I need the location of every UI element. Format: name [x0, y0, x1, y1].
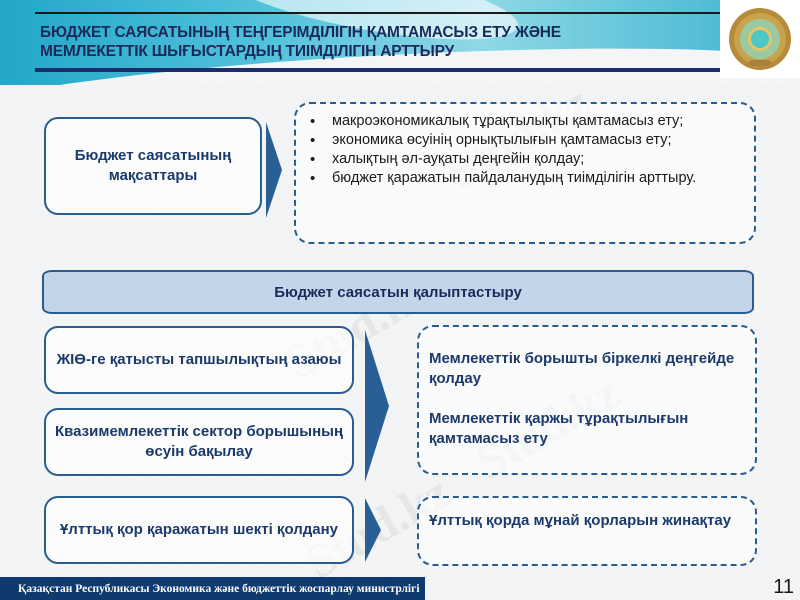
page-title-line-1: БЮДЖЕТ САЯСАТЫНЫҢ ТЕҢГЕРІМДІЛІГІН ҚАМТАМ… — [40, 24, 561, 41]
measure-box-national-fund: Ұлттық қор қаражатын шекті қолдану — [44, 496, 354, 564]
goals-label-box: Бюджет саясатының мақсаттары — [44, 117, 262, 215]
arrow-right-icon — [365, 498, 381, 562]
header-top-rule — [35, 12, 720, 14]
goal-item: бюджет қаражатын пайдаланудың тиімділігі… — [310, 169, 744, 188]
goal-item: макроэкономикалық тұрақтылықты қамтамасы… — [310, 112, 744, 131]
measure-box-deficit: ЖІӨ-ге қатысты тапшылықтың азаюы — [44, 326, 354, 394]
goal-item: халықтың әл-ауқаты деңгейін қолдау; — [310, 150, 744, 169]
result-item: Ұлттық қорда мұнай қорларын жинақтау — [429, 512, 732, 529]
policy-formation-banner: Бюджет саясатын қалыптастыру — [42, 270, 754, 314]
footer-ministry-text: Қазақстан Республикасы Экономика және бю… — [18, 582, 420, 595]
measure-label: ЖІӨ-ге қатысты тапшылықтың азаюы — [56, 351, 342, 368]
state-emblem-icon — [729, 8, 791, 70]
results-box-debt: Мемлекеттік борышты біркелкі деңгейде қо… — [417, 325, 757, 475]
results-box-oil-reserves: Ұлттық қорда мұнай қорларын жинақтау — [417, 496, 757, 566]
page-title-line-2: МЕМЛЕКЕТТІК ШЫҒЫСТАРДЫҢ ТИІМДІЛІГІН АРТТ… — [40, 43, 455, 60]
banner-label: Бюджет саясатын қалыптастыру — [274, 283, 522, 301]
result-item: Мемлекеттік қаржы тұрақтылығын қамтамасы… — [429, 410, 689, 447]
goals-list: макроэкономикалық тұрақтылықты қамтамасы… — [296, 104, 754, 188]
footer-ministry-bar: Қазақстан Республикасы Экономика және бю… — [0, 577, 425, 600]
page-title: БЮДЖЕТ САЯСАТЫНЫҢ ТЕҢГЕРІМДІЛІГІН ҚАМТАМ… — [40, 23, 720, 61]
goal-item: экономика өсуінің орнықтылығын қамтамасы… — [310, 131, 744, 150]
result-item: Мемлекеттік борышты біркелкі деңгейде қо… — [429, 350, 735, 387]
arrow-right-icon — [266, 122, 282, 218]
goals-list-box: макроэкономикалық тұрақтылықты қамтамасы… — [294, 102, 756, 244]
header-bottom-rule — [35, 68, 720, 72]
page-number: 11 — [773, 576, 794, 598]
measure-label: Ұлттық қор қаражатын шекті қолдану — [59, 521, 339, 538]
emblem-container — [720, 0, 800, 78]
measure-box-quasi-public-debt: Квазимемлекеттік сектор борышының өсуін … — [44, 408, 354, 476]
arrow-right-icon — [365, 330, 389, 482]
goals-label: Бюджет саясатының мақсаттары — [74, 147, 232, 184]
measure-label: Квазимемлекеттік сектор борышының өсуін … — [54, 423, 344, 460]
